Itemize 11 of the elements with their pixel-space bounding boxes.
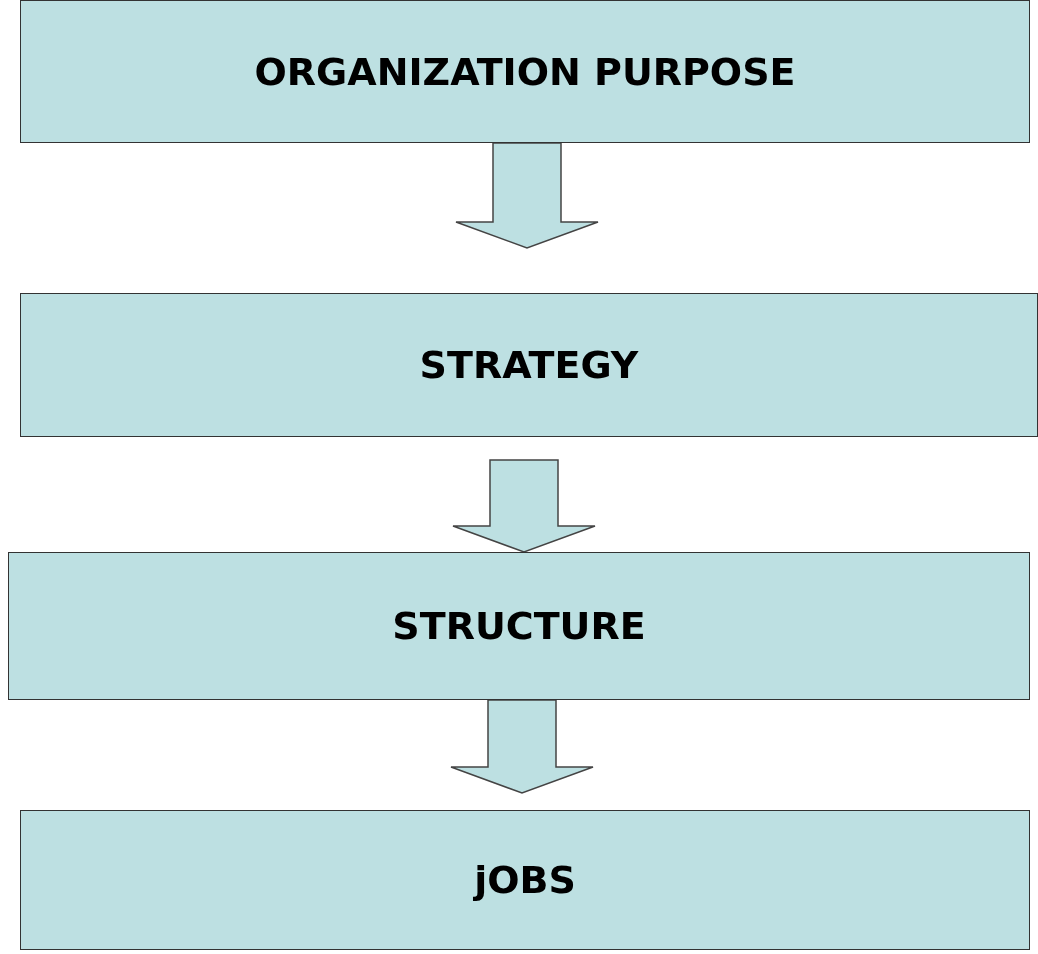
process-box — [20, 810, 1030, 950]
box-label: jOBS — [474, 858, 576, 902]
box-label: ORGANIZATION PURPOSE — [254, 49, 796, 94]
box-label: STRUCTURE — [392, 604, 646, 648]
process-box — [20, 0, 1030, 143]
box-label: STRATEGY — [419, 343, 639, 387]
block-arrow — [452, 459, 596, 553]
block-arrow — [455, 142, 599, 249]
process-box — [8, 552, 1030, 700]
block-arrow — [450, 699, 594, 794]
process-box — [20, 293, 1038, 437]
